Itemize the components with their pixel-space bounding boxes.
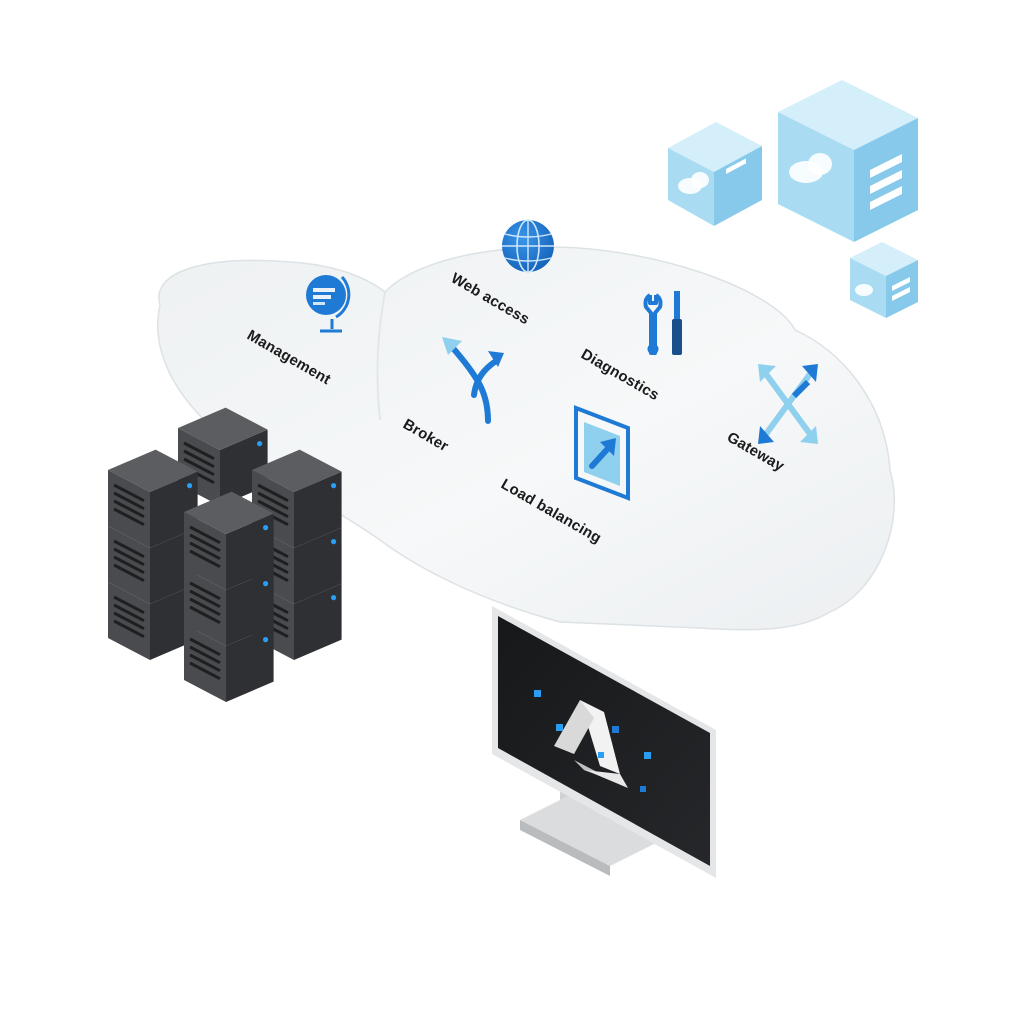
vent-slot xyxy=(113,603,145,623)
vent-slot xyxy=(257,499,289,519)
status-led xyxy=(187,483,193,489)
vent-slot xyxy=(183,449,215,469)
vent-slot xyxy=(113,611,145,631)
split-arrow-icon xyxy=(442,337,504,424)
vent-slot xyxy=(113,491,145,511)
vent-slot xyxy=(189,645,221,665)
vent-slot xyxy=(113,619,145,639)
vent-slot xyxy=(113,555,145,575)
expand-arrows-icon xyxy=(758,364,818,444)
monitor xyxy=(492,606,716,878)
server-unit xyxy=(184,491,274,590)
vent-slot xyxy=(189,541,221,561)
vent-slot xyxy=(113,507,145,527)
vent-slot xyxy=(189,653,221,673)
server-cluster xyxy=(108,407,342,702)
cloud-box-medium xyxy=(668,122,762,226)
vent-slot xyxy=(189,581,221,601)
vent-slot xyxy=(257,483,289,503)
status-led xyxy=(263,637,269,643)
azure-virtual-desktop-logo xyxy=(534,690,651,792)
vent-slot xyxy=(189,589,221,609)
status-led xyxy=(331,539,337,545)
vent-slot xyxy=(189,525,221,545)
server-stack xyxy=(184,491,274,702)
wrench-screwdriver-icon xyxy=(643,291,682,355)
vent-slot xyxy=(113,547,145,567)
status-led xyxy=(331,595,337,601)
load-balance-icon xyxy=(574,405,630,501)
vent-slot xyxy=(113,563,145,583)
vent-slot xyxy=(189,637,221,657)
vent-slot xyxy=(113,483,145,503)
server-unit xyxy=(184,624,274,702)
vent-slot xyxy=(183,457,215,477)
management-globe-icon xyxy=(306,275,351,333)
vent-slot xyxy=(113,539,145,559)
vent-slot xyxy=(189,597,221,617)
globe-icon xyxy=(502,219,554,273)
server-unit xyxy=(184,568,274,646)
status-led xyxy=(263,581,269,587)
vent-slot xyxy=(113,499,145,519)
status-led xyxy=(257,441,263,447)
vent-slot xyxy=(189,533,221,553)
vent-slot xyxy=(189,549,221,569)
status-led xyxy=(263,525,269,531)
vent-slot xyxy=(183,441,215,461)
vent-slot xyxy=(189,605,221,625)
vent-slot xyxy=(189,661,221,681)
status-led xyxy=(331,483,337,489)
vent-slot xyxy=(113,595,145,615)
cloud-box-large xyxy=(778,80,918,242)
cloud-box-small xyxy=(850,242,918,318)
vent-slot xyxy=(257,491,289,511)
